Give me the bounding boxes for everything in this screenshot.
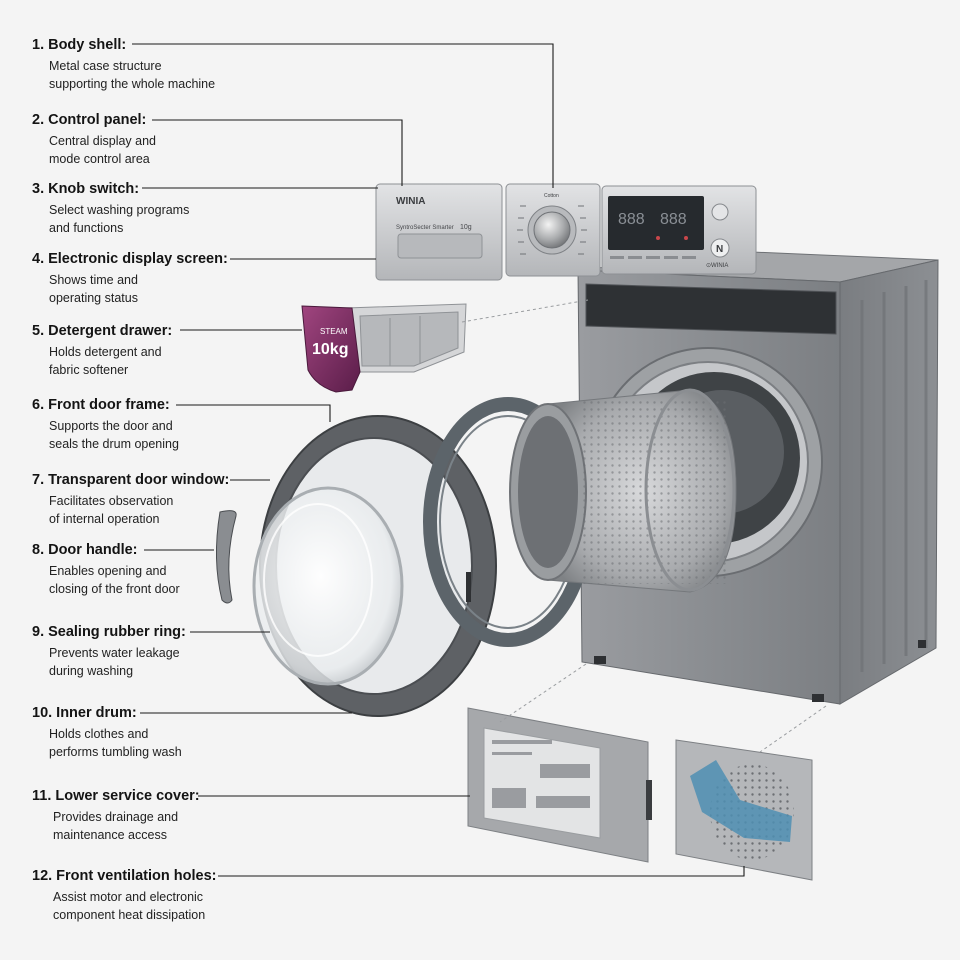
label-desc-line: Metal case structure	[49, 59, 162, 73]
transparent-door-window	[252, 486, 404, 686]
door-handle	[215, 510, 237, 604]
lower-service-cover	[467, 707, 652, 863]
label-sealing-rubber-ring: 9.Sealing rubber ring: Prevents water le…	[32, 623, 332, 680]
front-ventilation-holes	[675, 739, 813, 881]
label-front-door-frame: 6.Front door frame: Supports the door an…	[32, 396, 332, 453]
label-number: 4.	[32, 251, 45, 267]
label-title: Door handle:	[48, 542, 138, 558]
display-digits: 888	[618, 211, 645, 228]
label-desc-line: operating status	[49, 290, 138, 305]
label-title: Transparent door window:	[48, 472, 230, 488]
label-number: 3.	[32, 181, 45, 197]
label-desc-line: seals the drum opening	[49, 436, 179, 451]
label-desc-line: during washing	[49, 663, 134, 678]
label-door-handle: 8.Door handle: Enables opening and closin…	[32, 541, 332, 598]
label-number: 5.	[32, 323, 45, 339]
label-desc-line: Facilitates observation	[49, 494, 174, 508]
label-title: Sealing rubber ring:	[48, 624, 186, 640]
label-desc-line: closing of the front door	[49, 581, 180, 596]
panel-capacity-text: 10g	[460, 224, 472, 231]
label-transparent-door-window: 7.Transparent door window: Facilitates o…	[32, 471, 332, 528]
knob-top-label: Cotton	[544, 193, 559, 199]
label-detergent-drawer: 5.Detergent drawer: Holds detergent and f…	[32, 322, 332, 379]
label-desc-line: component heat dissipation	[53, 907, 206, 922]
label-number: 12.	[32, 868, 53, 884]
display-digits-2: 888	[660, 211, 687, 228]
leader-lines	[132, 43, 745, 877]
label-desc-line: Shows time and	[49, 273, 138, 287]
label-desc-line: Holds clothes and	[49, 727, 149, 741]
label-title: Detergent drawer:	[48, 323, 173, 339]
label-desc-line: Holds detergent and	[49, 345, 162, 359]
label-number: 7.	[32, 472, 45, 488]
drawer-capacity-label: 10kg	[312, 341, 348, 358]
label-title: Lower service cover:	[55, 788, 200, 804]
knob-switch: Cotton	[505, 183, 601, 277]
label-number: 9.	[32, 624, 45, 640]
label-desc-line: Assist motor and electronic	[53, 890, 204, 904]
electronic-display-screen: 888 888 N ⊙WINIA	[601, 185, 757, 275]
label-body-shell: 1.Body shell: Metal case structure suppor…	[32, 36, 332, 93]
label-desc-line: Enables opening and	[49, 564, 167, 578]
label-number: 10.	[32, 705, 53, 721]
panel-subtitle-text: SyntroSecter Smarter	[396, 225, 454, 231]
label-desc-line: Supports the door and	[49, 419, 173, 433]
label-inner-drum: 10.Inner drum: Holds clothes and performs…	[32, 704, 332, 761]
label-title: Knob switch:	[48, 181, 140, 197]
label-number: 2.	[32, 112, 45, 128]
label-desc-line: maintenance access	[53, 827, 167, 842]
drawer-steam-label: STEAM	[320, 327, 348, 336]
label-number: 8.	[32, 542, 45, 558]
label-desc-line: of internal operation	[49, 511, 160, 526]
control-panel: WINIA SyntroSecter Smarter 10g	[375, 183, 503, 281]
label-desc-line: fabric softener	[49, 362, 129, 377]
label-front-ventilation-holes: 12.Front ventilation holes: Assist motor…	[32, 867, 332, 924]
label-desc-line: Provides drainage and	[53, 810, 179, 824]
label-title: Inner drum:	[56, 705, 137, 721]
inner-drum	[509, 388, 737, 593]
detergent-drawer: STEAM 10kg	[301, 303, 467, 393]
display-brand: ⊙WINIA	[706, 263, 728, 269]
label-title: Front door frame:	[48, 397, 170, 413]
label-electronic-display-screen: 4.Electronic display screen: Shows time …	[32, 250, 332, 307]
label-knob-switch: 3.Knob switch: Select washing programs an…	[32, 180, 332, 237]
label-title: Electronic display screen:	[48, 251, 228, 267]
display-logo: N	[716, 244, 723, 255]
label-desc-line: mode control area	[49, 151, 150, 166]
label-desc-line: performs tumbling wash	[49, 744, 182, 759]
label-desc-line: Select washing programs	[49, 203, 190, 217]
label-desc-line: Central display and	[49, 134, 157, 148]
label-number: 11.	[32, 788, 52, 804]
label-desc-line: supporting the whole machine	[49, 76, 216, 91]
label-number: 6.	[32, 397, 45, 413]
label-desc-line: Prevents water leakage	[49, 646, 180, 660]
label-title: Front ventilation holes:	[56, 868, 217, 884]
label-desc-line: and functions	[49, 220, 124, 235]
label-control-panel: 2.Control panel: Central display and mode…	[32, 111, 332, 168]
panel-brand-text: WINIA	[396, 196, 425, 207]
label-title: Body shell:	[48, 37, 127, 53]
label-lower-service-cover: 11.Lower service cover: Provides drainag…	[32, 787, 332, 844]
label-number: 1.	[32, 37, 45, 53]
label-title: Control panel:	[48, 112, 147, 128]
